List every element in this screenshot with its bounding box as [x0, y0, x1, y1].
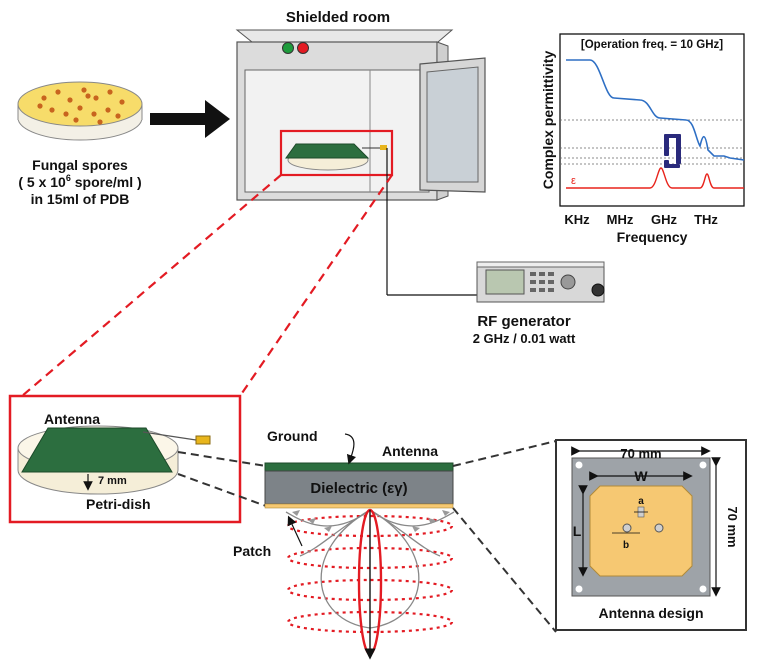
loss-symbol: ε [571, 175, 576, 187]
plot-xlabel: Frequency [617, 229, 688, 245]
design-title: Antenna design [598, 605, 703, 621]
inset-dish-label: Petri-dish [86, 496, 151, 512]
spores-line3: in 15ml of PDB [31, 191, 130, 207]
dielectric-label: Dielectric (εγ) [310, 480, 407, 497]
transfer-arrow [150, 100, 230, 138]
zoom-line-right [239, 174, 393, 397]
imag-permittivity-curve [566, 167, 744, 189]
design-height-total: 70 mm [725, 506, 740, 547]
design-l-label: L [573, 523, 582, 539]
plot-ylabel: Complex permittivity [540, 51, 556, 190]
design-a-label: a [638, 496, 644, 507]
inset-gap-label: 7 mm [98, 475, 127, 487]
real-permittivity-curve [566, 59, 745, 161]
tick-ghz: GHz [651, 212, 678, 227]
room-title: Shielded room [286, 9, 390, 26]
design-w-label: W [634, 468, 648, 484]
permittivity-plot [559, 33, 745, 207]
design-width-total: 70 mm [620, 446, 661, 461]
inset-antenna-label: Antenna [44, 411, 100, 427]
tick-khz: KHz [564, 212, 590, 227]
highlight-box [279, 129, 394, 177]
rf-title: RF generator [477, 313, 571, 330]
plot-note: [Operation freq. = 10 GHz] [581, 39, 723, 51]
spores-line1: Fungal spores [32, 157, 128, 173]
operation-frequency-marker [664, 134, 681, 168]
tick-mhz: MHz [607, 212, 634, 227]
zoom-line-left [21, 174, 282, 397]
red-indicator-icon [297, 42, 309, 54]
spore-petri-dish [17, 81, 143, 141]
ground-label: Ground [267, 428, 318, 444]
shielded-room [235, 29, 598, 296]
tick-thz: THz [694, 212, 718, 227]
antenna-design [571, 446, 721, 597]
patch-label: Patch [233, 543, 271, 559]
inset-petri-dish [17, 425, 211, 495]
rf-generator [476, 261, 605, 303]
rf-spec: 2 GHz / 0.01 watt [473, 331, 576, 346]
design-b-label: b [623, 540, 629, 551]
antenna-cross-section [264, 433, 455, 660]
green-indicator-icon [282, 42, 294, 54]
cross-antenna-label: Antenna [382, 443, 438, 459]
spores-line2: ( 5 x 106 spore/ml ) [18, 173, 141, 190]
